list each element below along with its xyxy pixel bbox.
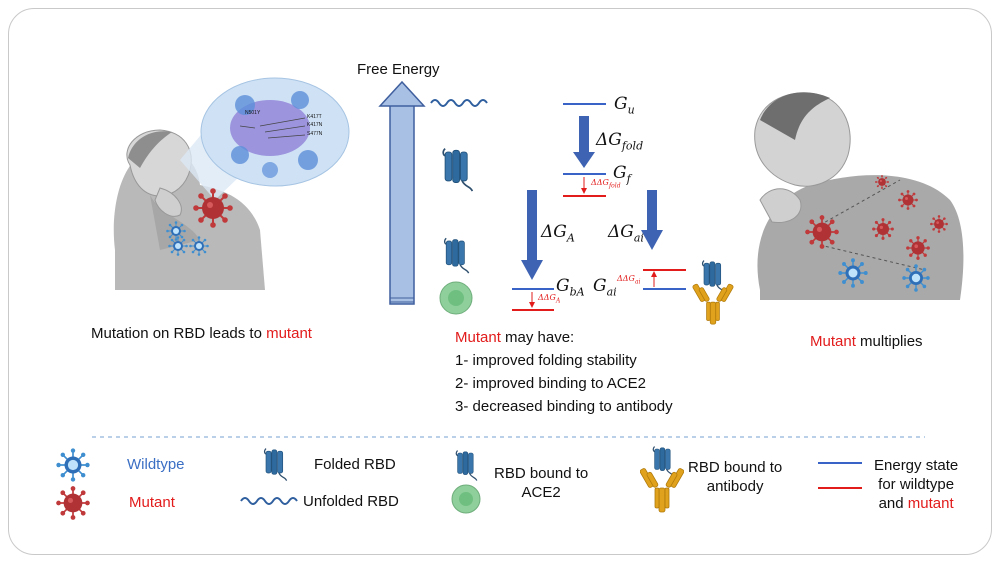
ace2-bound-rbd-icon [443,237,470,274]
mutant-virus-icon [875,175,889,189]
unfolded-rbd-icon [430,99,488,107]
legend-ace2-rbd-icon [455,449,478,482]
mutant-virus-icon [872,218,894,240]
wildtype-virus-icon [902,264,930,292]
energy-level-diagram [512,103,686,311]
left-patient-illustration [113,77,350,290]
right-caption: Mutant multiplies [810,333,923,350]
mutant-effects-heading: Mutant may have: [455,329,575,346]
mutant-virus-icon [805,215,839,249]
g-unfolded-label: Gu [614,94,635,117]
free-energy-arrow [378,80,426,305]
legend-mutant-label: Mutant [129,494,175,511]
wildtype-virus-icon [189,236,209,256]
left-caption: Mutation on RBD leads to mutant [91,325,312,342]
mutant-effect-item: 3- decreased binding to antibody [455,398,673,415]
wildtype-virus-icon [166,221,186,241]
delta-g-fold-label: ΔGfold [596,130,644,153]
legend-mutant-icon [56,486,90,520]
legend-wildtype-label: Wildtype [127,456,185,473]
g-ba-label: GbA [556,276,585,299]
mutant-virus-icon [898,190,918,210]
right-patient-illustration [754,92,964,300]
mutant-effects-list: Mutant may have: 1- improved folding sta… [455,326,673,418]
mutant-virus-icon [906,236,930,260]
legend-folded-label: Folded RBD [314,456,396,473]
g-ai-label: Gai [593,276,617,299]
mutant-effect-item: 2- improved binding to ACE2 [455,375,646,392]
legend-antibody-rbd-icon [652,445,675,478]
antibody-icon [692,283,734,325]
delta-g-a-label: ΔGA [541,222,575,245]
mutation-label-k417t: K417T [307,114,322,120]
legend-ace2-cell-nucleus-icon [459,492,473,506]
mutation-label-k417n: K417N [307,122,323,128]
mutation-label-n501y: N501Y [245,110,261,116]
mutant-virus-icon [930,215,948,233]
wildtype-virus-icon [168,236,188,256]
legend-folded-rbd-icon [263,447,288,482]
legend-unfolded-rbd-icon [240,497,298,505]
ace2-cell-nucleus-icon [448,290,464,306]
wildtype-virus-icon [838,258,868,288]
mutant-effect-item: 1- improved folding stability [455,352,637,369]
delta-g-ai-label: ΔGai [608,222,644,245]
antibody-bound-rbd-icon [701,259,726,294]
legend-antibody-icon [640,467,684,513]
legend-wildtype-icon [56,448,90,482]
mutant-virus-icon [193,188,233,228]
free-energy-label: Free Energy [357,61,440,78]
mutation-label-s477n: S477N [307,131,323,137]
g-folded-label: Gf [613,163,631,186]
ddg-a-label: ΔΔGA [538,293,561,305]
legend-unfolded-label: Unfolded RBD [303,493,399,510]
folded-rbd-icon [442,147,474,192]
ddg-fold-label: ΔΔGfold [591,178,621,190]
ddg-ai-label: ΔΔGai [617,274,641,286]
